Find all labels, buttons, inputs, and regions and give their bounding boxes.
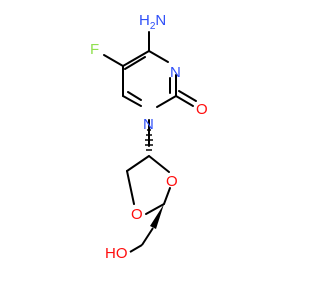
bonds [103, 31, 197, 215]
atom-labels: H2N F N N O O O HO [90, 12, 208, 262]
n1-label: N [143, 116, 154, 133]
bond-c5prime-o [126, 170, 135, 205]
ring-oxygen-left-label: O [131, 206, 143, 223]
amino-h-label: H2N [139, 12, 166, 32]
bond-c6-n1-inner [127, 91, 142, 101]
carbonyl-oxygen-label: O [196, 101, 208, 118]
hydroxyl-label: HO [105, 245, 128, 262]
bond-ch2-oh [141, 227, 154, 246]
bond-o-c2prime [145, 203, 165, 215]
bond-c4-c5 [122, 50, 150, 67]
bond-ch2-oh-2 [129, 244, 143, 253]
stereo-wedge-c2prime [150, 204, 164, 229]
fluorine-label: F [90, 41, 99, 58]
bond-o-c1prime [148, 155, 170, 173]
bond-c2-o-inner [178, 90, 197, 102]
bond-c4-n3 [148, 50, 169, 63]
structure-drawing: H2N F N N O O O HO [90, 12, 208, 262]
bond-c1prime-c5prime [126, 155, 150, 172]
n3-label: N [170, 64, 181, 81]
bond-c2prime-o [163, 187, 171, 205]
bond-c2-n1 [156, 95, 177, 108]
bond-c5-f [103, 54, 124, 67]
bond-c6-n1 [122, 95, 142, 107]
bond-c2-o [175, 95, 194, 107]
stereo-hash-c1prime [145, 129, 153, 151]
molecule-diagram: H2N F N N O O O HO [90, 12, 208, 262]
bond-c4-c5-inner [124, 56, 146, 70]
ring-oxygen-right-label: O [166, 173, 178, 190]
